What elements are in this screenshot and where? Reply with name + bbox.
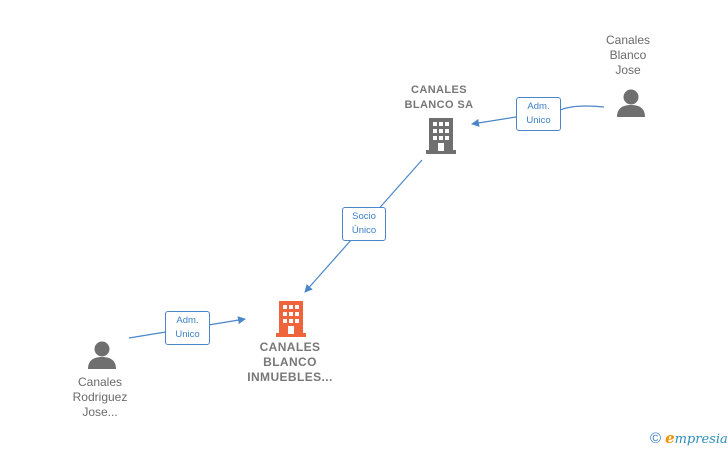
brand-name: empresia xyxy=(665,429,728,447)
building-icon[interactable] xyxy=(424,118,458,154)
person-icon[interactable] xyxy=(86,340,118,370)
edge-label-socio-unico[interactable]: Socio Único xyxy=(342,207,386,241)
node-label-canales-blanco-inmuebles: CANALES BLANCO INMUEBLES... xyxy=(247,340,333,384)
building-icon[interactable] xyxy=(274,301,308,337)
person-icon[interactable] xyxy=(615,88,647,118)
brand-rest: mpresia xyxy=(674,432,728,447)
brand-initial: e xyxy=(665,429,675,447)
node-label-canales-blanco-sa: CANALES BLANCO SA xyxy=(404,84,474,111)
edge-label-adm-unico[interactable]: Adm. Unico xyxy=(165,311,210,345)
empresia-logo: © empresia xyxy=(650,428,728,448)
node-label-canales-blanco-jose: Canales Blanco Jose xyxy=(605,33,651,77)
node-label-canales-rodriguez-jose: Canales Rodriguez Jose... xyxy=(72,375,128,419)
edge-label-adm-unico[interactable]: Adm. Unico xyxy=(516,97,561,131)
copyright-icon: © xyxy=(650,429,662,447)
